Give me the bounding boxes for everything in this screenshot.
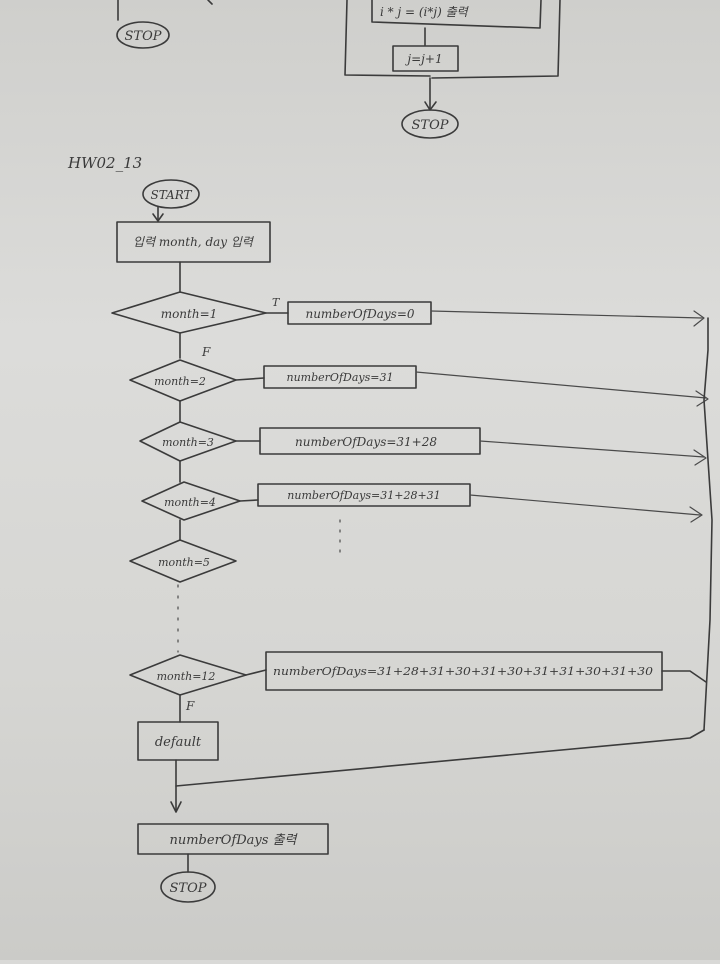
decision-month-1-label: month=1 [161, 307, 218, 321]
assign-label-3: numberOfDays=31+28 [295, 435, 437, 449]
increment-label: j=j+1 [404, 52, 442, 66]
start-label: START [150, 188, 192, 202]
assign-label-2: numberOfDays=31 [287, 371, 394, 384]
stop-terminal-top-left [116, 21, 170, 49]
decision-month-4-label: month=4 [164, 496, 216, 509]
default-label: default [155, 735, 202, 750]
true-branch-label: T [272, 296, 281, 309]
stop-terminal [160, 871, 216, 903]
assign-box-2 [263, 365, 417, 389]
decision-month-3-label: month=3 [162, 436, 214, 449]
stop-label: STOP [170, 881, 207, 896]
output-box [137, 823, 329, 855]
increment-box [392, 45, 459, 72]
input-box [116, 221, 271, 263]
stop-terminal-top-right [401, 109, 459, 139]
assign-box-1 [287, 301, 432, 325]
stop-top-left-label: STOP [125, 29, 162, 44]
start-terminal [142, 179, 200, 209]
decision-month-5 [129, 539, 237, 583]
assign-label-4: numberOfDays=31+28+31 [287, 489, 440, 502]
false-branch-label: F [201, 345, 211, 359]
section-title: HW02_13 [67, 154, 142, 172]
partial-output-label: i * j = (i*j) 출력 [380, 5, 470, 19]
input-label: 입력 month, day 입력 [133, 235, 255, 249]
assign-label-12: numberOfDays=31+28+31+30+31+30+31+31+30+… [273, 665, 653, 678]
decision-month-12-label: month=12 [157, 670, 216, 683]
default-box [137, 721, 219, 761]
hw02-13-flowchart: START 입력 month, day 입력 month=1 T numberO… [111, 179, 713, 903]
false-branch-label-default: F [185, 699, 195, 713]
decision-month-5-label: month=5 [158, 556, 210, 569]
previous-exercise-fragment: STOP i * j = (i*j) 출력 j=j+1 STOP [116, 0, 561, 139]
assign-label-1: numberOfDays=0 [305, 307, 414, 321]
decision-month-2-label: month=2 [154, 375, 206, 388]
output-label: numberOfDays 출력 [169, 833, 298, 848]
stop-top-right-label: STOP [412, 118, 449, 133]
